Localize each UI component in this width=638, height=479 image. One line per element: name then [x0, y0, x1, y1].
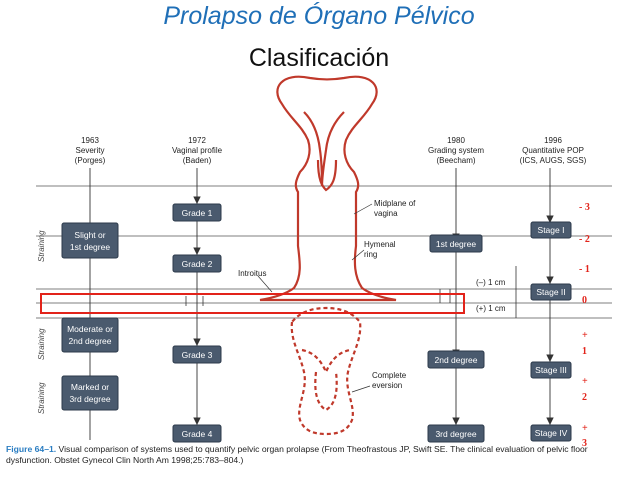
porges-moderate-box: Moderate or 2nd degree — [61, 317, 119, 353]
scale-minus1: - 1 — [579, 264, 590, 275]
figure-caption-text: Visual comparison of systems used to qua… — [6, 444, 588, 465]
introitus-label: Introitus — [238, 269, 266, 278]
minus-1cm-label: (–) 1 cm — [476, 278, 506, 287]
hymenal-label-1: Hymenal — [364, 240, 396, 249]
baden-grade2-label: Grade 2 — [182, 259, 213, 269]
baden-grade4-box: Grade 4 — [172, 424, 222, 443]
scale-plus2-num: 2 — [582, 392, 587, 403]
porges-marked-line1: Marked or — [71, 382, 109, 392]
col-pop-line1: Quantitative POP — [522, 146, 584, 155]
beecham-3rd-label: 3rd degree — [435, 429, 476, 439]
col-baden-line1: Vaginal profile — [172, 146, 223, 155]
beecham-3rd-box: 3rd degree — [427, 424, 485, 443]
complete-eversion-label-2: eversion — [372, 381, 402, 390]
hymen-highlight-box — [40, 293, 465, 314]
midplane-label-1: Midplane of — [374, 199, 416, 208]
beecham-2nd-box: 2nd degree — [427, 350, 485, 369]
scale-plus1-sign: + — [582, 330, 588, 341]
porges-marked-box: Marked or 3rd degree — [61, 375, 119, 411]
pop-stage4-label: Stage IV — [535, 428, 568, 438]
col-porges-year: 1963 — [81, 136, 99, 145]
scale-plus3-sign: + — [582, 423, 588, 434]
slide-subtitle: Clasificación — [248, 44, 390, 72]
uterus-illustration — [259, 75, 397, 302]
baden-grade1-box: Grade 1 — [172, 203, 222, 222]
porges-slight-line2: 1st degree — [70, 242, 110, 252]
scale-plus3-num: 3 — [582, 438, 587, 449]
col-baden-year: 1972 — [188, 136, 206, 145]
beecham-boxes: 1st degree 2nd degree 3rd degree — [427, 234, 485, 443]
scale-minus2: - 2 — [579, 234, 590, 245]
slide-title: Prolapso de Órgano Pélvico — [163, 2, 475, 30]
baden-grade3-box: Grade 3 — [172, 345, 222, 364]
porges-moderate-line2: 2nd degree — [68, 336, 111, 346]
baden-grade4-label: Grade 4 — [182, 429, 213, 439]
straining-labels: Straining Straining Straining — [37, 230, 46, 414]
pop-stage4-box: Stage IV — [530, 424, 572, 442]
beecham-1st-label: 1st degree — [436, 239, 476, 249]
col-beecham-line1: Grading system — [428, 146, 484, 155]
figure-caption: Figure 64–1. Visual comparison of system… — [6, 444, 626, 466]
porges-slight-line1: Slight or — [74, 230, 105, 240]
pop-stage3-label: Stage III — [535, 365, 567, 375]
beecham-2nd-label: 2nd degree — [434, 355, 477, 365]
pop-boxes: Stage I Stage II Stage III Stage IV — [530, 221, 572, 442]
baden-grade1-label: Grade 1 — [182, 208, 213, 218]
scale-minus3: - 3 — [579, 202, 590, 213]
baden-grade3-label: Grade 3 — [182, 350, 213, 360]
everted-uterus-illustration — [290, 306, 362, 436]
pop-stage3-box: Stage III — [530, 361, 572, 379]
straining-label-2: Straining — [37, 328, 46, 360]
midplane-label-2: vagina — [374, 209, 398, 218]
col-beecham-line2: (Beecham) — [436, 156, 475, 165]
col-pop-year: 1996 — [544, 136, 562, 145]
column-headers: 1963 Severity (Porges) 1972 Vaginal prof… — [75, 136, 587, 165]
col-porges-line1: Severity — [76, 146, 105, 155]
straining-label-3: Straining — [37, 382, 46, 414]
straining-label-1: Straining — [37, 230, 46, 262]
column-axes — [89, 168, 554, 440]
baden-grade2-box: Grade 2 — [172, 254, 222, 273]
col-pop-line2: (ICS, AUGS, SGS) — [520, 156, 587, 165]
porges-moderate-line1: Moderate or — [67, 324, 113, 334]
porges-marked-line2: 3rd degree — [69, 394, 110, 404]
pop-stage2-label: Stage II — [536, 287, 565, 297]
pop-stage1-box: Stage I — [530, 221, 572, 239]
complete-eversion-label-1: Complete — [372, 371, 407, 380]
figure-number: Figure 64–1. — [6, 444, 57, 454]
porges-slight-box: Slight or 1st degree — [61, 222, 119, 259]
scale-zero: 0 — [582, 295, 587, 306]
red-point-scale: - 3 - 2 - 1 0 + 1 + 2 + 3 — [579, 202, 590, 449]
pop-stage2-box: Stage II — [530, 283, 572, 301]
porges-boxes: Slight or 1st degree Moderate or 2nd deg… — [61, 222, 119, 411]
plus-1cm-label: (+) 1 cm — [476, 304, 506, 313]
col-beecham-year: 1980 — [447, 136, 465, 145]
scale-plus2-sign: + — [582, 376, 588, 387]
pop-stage1-label: Stage I — [538, 225, 565, 235]
col-porges-line2: (Porges) — [75, 156, 106, 165]
baden-boxes: Grade 1 Grade 2 Grade 3 Grade 4 — [172, 203, 222, 443]
reference-lines — [36, 185, 612, 319]
hymenal-label-2: ring — [364, 250, 377, 259]
col-baden-line2: (Baden) — [183, 156, 212, 165]
anatomy-annotations: Midplane of vagina Hymenal ring Introitu… — [185, 199, 517, 393]
scale-plus1-num: 1 — [582, 346, 587, 357]
beecham-1st-box: 1st degree — [429, 234, 483, 253]
